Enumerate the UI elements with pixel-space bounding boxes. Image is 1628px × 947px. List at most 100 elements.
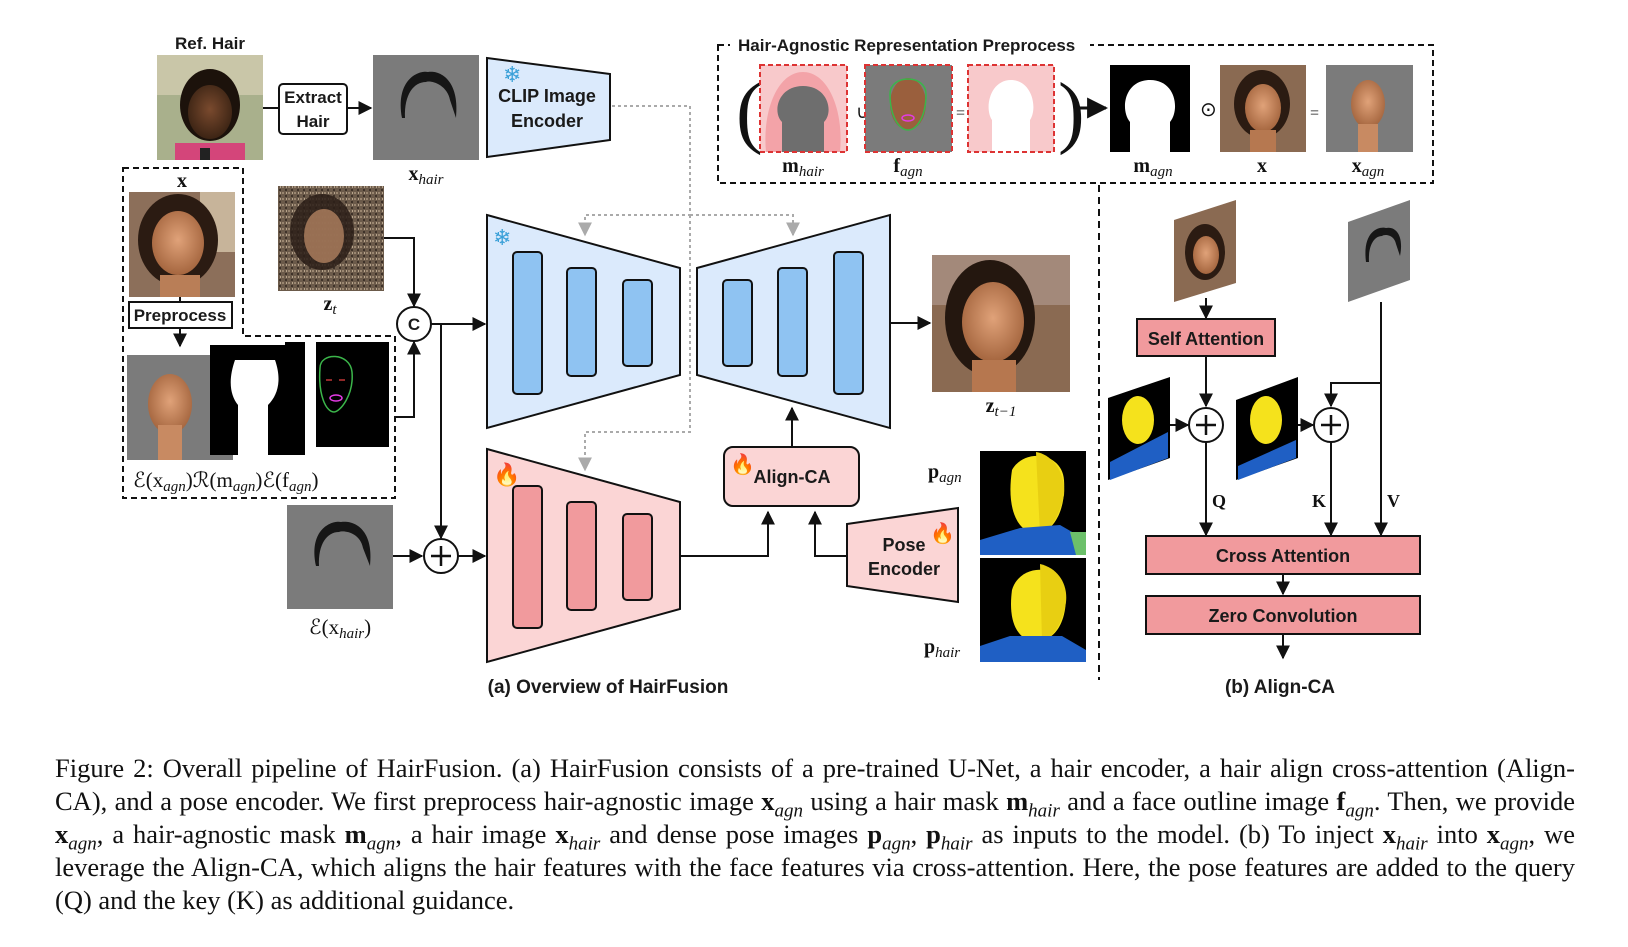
k-label: K (1312, 491, 1326, 511)
preproc-title: Hair-Agnostic Representation Preprocess (738, 36, 1075, 55)
unet-enc-block-3 (622, 279, 653, 367)
caption-m-hair: m (1006, 786, 1029, 816)
clip-to-hair-encoder (578, 215, 691, 472)
align-pose-agn-image (1108, 377, 1170, 480)
align-caption: (b) Align-CA (1225, 677, 1335, 698)
cross-attention-block (1145, 535, 1421, 575)
align-face-image (1174, 200, 1236, 302)
caption-m-agn: m (344, 819, 367, 849)
fire-icon-pose: 🔥 (930, 521, 955, 545)
x-agn-label: xagn (1352, 155, 1385, 180)
caption-p-agn-sub: agn (882, 833, 911, 855)
align-pose-hair-image (1236, 377, 1298, 480)
caption-x-agn: x (761, 786, 775, 816)
unet-dec-block-1 (722, 279, 753, 367)
v-label: V (1387, 491, 1400, 511)
caption-x-hair: x (555, 819, 569, 849)
caption-text: and a face outline image (1059, 786, 1337, 816)
x-label: x (177, 170, 187, 192)
plus-node-k (1313, 407, 1349, 443)
q-label: Q (1212, 491, 1226, 511)
right-paren: ) (1058, 68, 1085, 156)
p-hair-label: phair (924, 636, 960, 661)
caption-text: , a hair image (395, 819, 556, 849)
extract-hair-label-2: Hair (296, 112, 329, 131)
x-small-image (1220, 65, 1306, 152)
pose-encoder-label-2: Encoder (868, 559, 940, 579)
caption-p-agn: p (867, 819, 883, 849)
equals-symbol-2: = (1310, 105, 1319, 122)
caption-p-hair: p (926, 819, 941, 849)
ref-hair-label: Ref. Hair (175, 34, 245, 53)
caption-x-hair-sub: hair (568, 833, 601, 855)
z-t1-image (932, 255, 1070, 392)
x-hair-image (373, 55, 479, 160)
align-ca-label: Align-CA (754, 467, 831, 487)
unet-enc-block-2 (566, 267, 597, 377)
preproc-title-bg (730, 35, 1090, 55)
arrow-zt-to-concat (384, 237, 421, 308)
m-agn-image (1110, 65, 1197, 152)
equals-symbol-1: = (956, 105, 965, 122)
concat-symbol: C (408, 315, 420, 334)
caption-x-hair-sub: hair (1395, 833, 1428, 855)
ref-hair-image (157, 55, 263, 160)
caption-f-agn-sub: agn (1345, 800, 1374, 822)
caption-x-hair: x (1382, 819, 1396, 849)
hair-enc-block-2 (566, 501, 597, 611)
odot-symbol: ⊙ (1200, 99, 1217, 121)
clip-label-2: Encoder (511, 111, 583, 131)
caption-x-agn-sub: agn (774, 800, 803, 822)
unet-enc-block-1 (512, 251, 543, 395)
caption-x-agn-sub: agn (1500, 833, 1529, 855)
plus-node-hair (423, 538, 459, 574)
caption-text: using a hair mask (802, 786, 1007, 816)
self-attention-label: Self Attention (1148, 329, 1264, 349)
m-agn-label: magn (1133, 155, 1172, 180)
caption-text: and dense pose images (600, 819, 868, 849)
unet-dec-block-2 (777, 267, 808, 377)
caption-f-agn: f (1336, 786, 1346, 816)
caption-text: Figure 2: Overall pipeline of HairFusion… (55, 753, 1575, 816)
hairfusion-diagram: Ref. Hair Extract Hair xhair ❄ CLIP Imag… (122, 34, 1434, 698)
caption-text: , a hair-agnostic mask (96, 819, 345, 849)
plus-node-q (1188, 407, 1224, 443)
extract-hair-label-1: Extract (284, 88, 342, 107)
preprocess-label: Preprocess (134, 306, 227, 325)
enc-fagn-image (285, 342, 389, 447)
zero-convolution-block (1145, 595, 1421, 635)
p-hair-image (980, 558, 1086, 662)
overview-caption: (a) Overview of HairFusion (488, 677, 729, 698)
arrow-hair-encoder-to-align (680, 510, 775, 557)
preproc-union-image (967, 64, 1055, 153)
hair-enc-block-3 (622, 513, 653, 601)
caption-text: as inputs to the model. (b) To inject (972, 819, 1383, 849)
p-agn-label: pagn (928, 461, 962, 486)
arrow-pose-to-align (808, 510, 847, 557)
snowflake-icon: ❄ (503, 62, 521, 87)
preprocess-region (122, 167, 396, 499)
pose-encoder (846, 506, 959, 604)
align-hair-image (1348, 200, 1410, 302)
clip-label-1: CLIP Image (498, 86, 596, 106)
hair-enc-block-1 (512, 485, 543, 629)
caption-m-agn-sub: agn (366, 833, 396, 855)
figure-caption: Figure 2: Overall pipeline of HairFusion… (55, 752, 1575, 917)
caption-text: , (910, 819, 927, 849)
m-hair-image (759, 64, 848, 153)
clip-to-unet-decoder (690, 214, 800, 237)
p-agn-image (980, 451, 1086, 555)
caption-text: into (1427, 819, 1487, 849)
cross-attention-label: Cross Attention (1216, 546, 1350, 566)
enc-labels: ℰ(xagn)ℛ(magn)ℰ(fagn) (133, 468, 319, 495)
x-hair-label: xhair (408, 163, 443, 188)
caption-x-agn: x (55, 819, 69, 849)
caption-x-agn: x (1486, 819, 1501, 849)
z-t-label: zt (323, 293, 337, 318)
unet-dec-block-3 (833, 251, 864, 395)
arrow-hair-to-plus-k (1324, 302, 1382, 408)
pose-encoder-label-1: Pose (882, 535, 925, 555)
x-small-label: x (1257, 155, 1267, 177)
z-t1-label: zt−1 (986, 395, 1017, 420)
z-t-image (278, 186, 384, 291)
